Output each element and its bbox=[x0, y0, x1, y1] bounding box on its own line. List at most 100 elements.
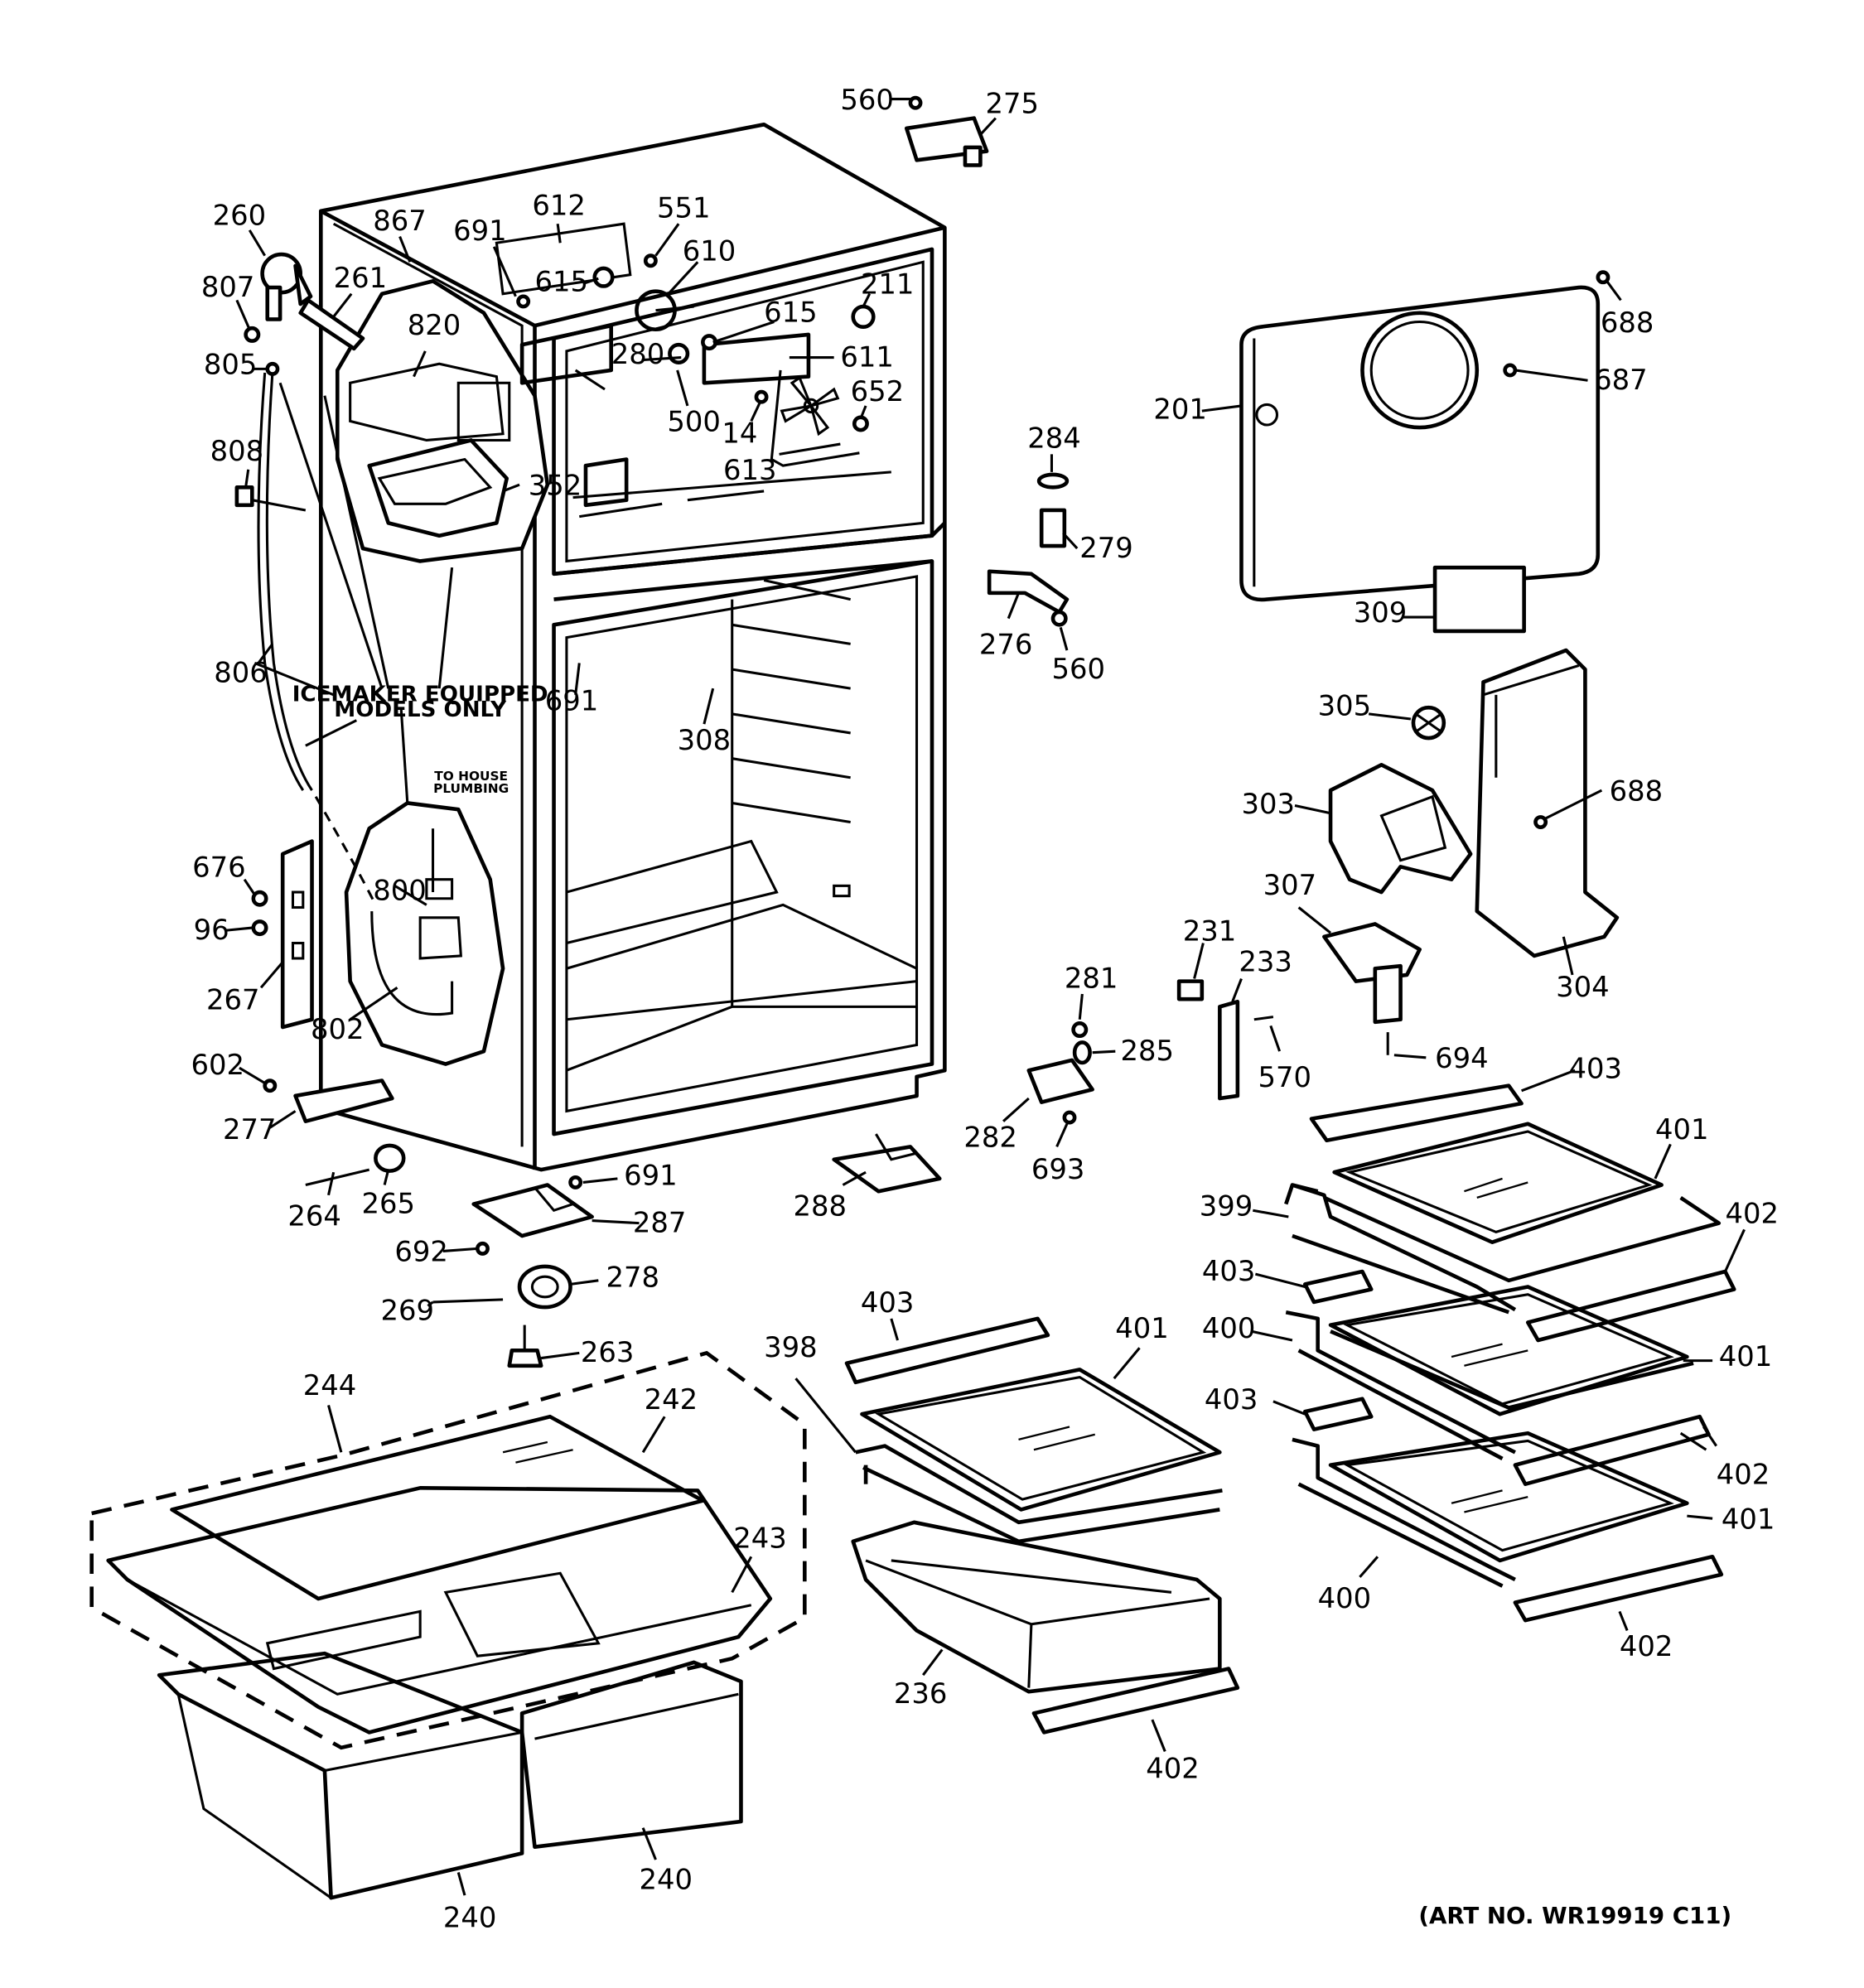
label-805: 805 bbox=[204, 349, 258, 381]
label-688b: 688 bbox=[1610, 774, 1664, 807]
label-275: 275 bbox=[986, 87, 1040, 119]
label-304: 304 bbox=[1556, 971, 1610, 1003]
rail-parts bbox=[1176, 979, 1274, 1101]
label-279: 279 bbox=[1079, 532, 1133, 564]
plumbing-note-line1: TO HOUSE bbox=[434, 769, 508, 784]
lower-center-parts bbox=[432, 1175, 594, 1368]
label-403: 403 bbox=[1568, 1052, 1622, 1084]
label-307: 307 bbox=[1263, 869, 1317, 901]
left-side-parts bbox=[251, 839, 406, 1187]
label-280: 280 bbox=[611, 338, 665, 370]
label-211: 211 bbox=[861, 268, 915, 301]
label-267: 267 bbox=[206, 983, 260, 1016]
center-bracket-parts bbox=[832, 1021, 1094, 1194]
label-691b: 691 bbox=[545, 684, 599, 717]
label-287: 287 bbox=[633, 1206, 687, 1238]
label-399: 399 bbox=[1200, 1189, 1253, 1222]
label-240: 240 bbox=[443, 1902, 497, 1934]
label-611: 611 bbox=[840, 340, 894, 373]
label-309: 309 bbox=[1354, 596, 1408, 629]
label-800: 800 bbox=[373, 874, 427, 906]
label-264: 264 bbox=[287, 1200, 341, 1233]
label-403d: 403 bbox=[861, 1286, 915, 1319]
label-402: 402 bbox=[1725, 1198, 1779, 1230]
hinge-275 bbox=[904, 95, 989, 167]
label-560: 560 bbox=[840, 84, 894, 116]
shelf-stack-right bbox=[1284, 1083, 1736, 1623]
label-263: 263 bbox=[581, 1336, 635, 1368]
label-233: 233 bbox=[1239, 945, 1292, 977]
label-278: 278 bbox=[606, 1261, 660, 1293]
hinge-center-parts bbox=[987, 472, 1070, 627]
label-615b: 615 bbox=[764, 297, 818, 329]
label-401b: 401 bbox=[1115, 1312, 1169, 1344]
label-652: 652 bbox=[851, 375, 905, 408]
label-398: 398 bbox=[764, 1331, 818, 1363]
label-288: 288 bbox=[793, 1189, 847, 1222]
label-401c: 401 bbox=[1719, 1340, 1773, 1373]
label-201: 201 bbox=[1153, 393, 1207, 425]
label-402d: 402 bbox=[1620, 1630, 1673, 1662]
label-802: 802 bbox=[311, 1013, 365, 1045]
label-400: 400 bbox=[1202, 1312, 1256, 1344]
label-308: 308 bbox=[678, 724, 732, 756]
label-676: 676 bbox=[192, 852, 246, 884]
label-277: 277 bbox=[223, 1113, 277, 1146]
label-260: 260 bbox=[213, 200, 267, 232]
label-688: 688 bbox=[1601, 306, 1654, 339]
label-276: 276 bbox=[979, 629, 1033, 661]
label-691: 691 bbox=[453, 215, 507, 247]
plumbing-cutaway bbox=[344, 801, 505, 1066]
label-612: 612 bbox=[532, 189, 586, 221]
icemaker-cutaway bbox=[335, 279, 550, 563]
crisper-assembly bbox=[89, 1350, 807, 1900]
label-14: 14 bbox=[722, 417, 757, 450]
label-570: 570 bbox=[1258, 1061, 1311, 1093]
label-402b: 402 bbox=[1717, 1459, 1770, 1491]
label-691c: 691 bbox=[624, 1160, 678, 1192]
leader-lines bbox=[226, 98, 1746, 1896]
plumbing-note-line2: PLUMBING bbox=[433, 781, 509, 796]
label-265: 265 bbox=[361, 1187, 415, 1219]
label-610: 610 bbox=[683, 235, 736, 268]
label-693: 693 bbox=[1031, 1153, 1085, 1185]
label-96: 96 bbox=[194, 914, 229, 946]
label-231: 231 bbox=[1183, 914, 1237, 947]
label-402c: 402 bbox=[1146, 1753, 1200, 1785]
label-807: 807 bbox=[201, 271, 255, 303]
drawer-236-assembly bbox=[844, 1316, 1240, 1735]
label-687: 687 bbox=[1594, 364, 1648, 396]
freezer-components bbox=[495, 222, 876, 508]
label-615: 615 bbox=[534, 266, 588, 298]
label-500: 500 bbox=[667, 406, 721, 438]
label-303: 303 bbox=[1241, 788, 1295, 820]
label-236: 236 bbox=[894, 1677, 948, 1710]
panel-201 bbox=[1239, 270, 1610, 634]
label-820: 820 bbox=[408, 309, 461, 341]
label-305: 305 bbox=[1318, 689, 1372, 721]
label-240b: 240 bbox=[640, 1863, 693, 1895]
icemaker-note-line2: MODELS ONLY bbox=[334, 697, 507, 722]
label-403c: 403 bbox=[1205, 1383, 1258, 1416]
label-261: 261 bbox=[334, 262, 388, 294]
label-401d: 401 bbox=[1722, 1503, 1775, 1535]
label-613: 613 bbox=[723, 454, 777, 486]
label-352: 352 bbox=[529, 470, 582, 502]
water-valve-parts bbox=[234, 252, 377, 906]
dispenser-parts bbox=[1322, 648, 1620, 1055]
label-867: 867 bbox=[373, 205, 427, 237]
label-808: 808 bbox=[210, 435, 264, 467]
label-242: 242 bbox=[645, 1383, 698, 1416]
label-244: 244 bbox=[303, 1369, 357, 1402]
label-281: 281 bbox=[1065, 962, 1118, 994]
part-labels: 560 275 260 867 612 551 691 807 261 615 … bbox=[191, 84, 1779, 1934]
label-694: 694 bbox=[1435, 1042, 1489, 1074]
art-number: (ART NO. WR19919 C11) bbox=[1418, 1902, 1731, 1929]
label-269: 269 bbox=[381, 1294, 435, 1326]
label-602: 602 bbox=[191, 1049, 245, 1081]
label-243: 243 bbox=[733, 1522, 787, 1555]
label-692: 692 bbox=[394, 1236, 448, 1268]
label-403b: 403 bbox=[1202, 1255, 1256, 1287]
label-560b: 560 bbox=[1051, 653, 1105, 685]
